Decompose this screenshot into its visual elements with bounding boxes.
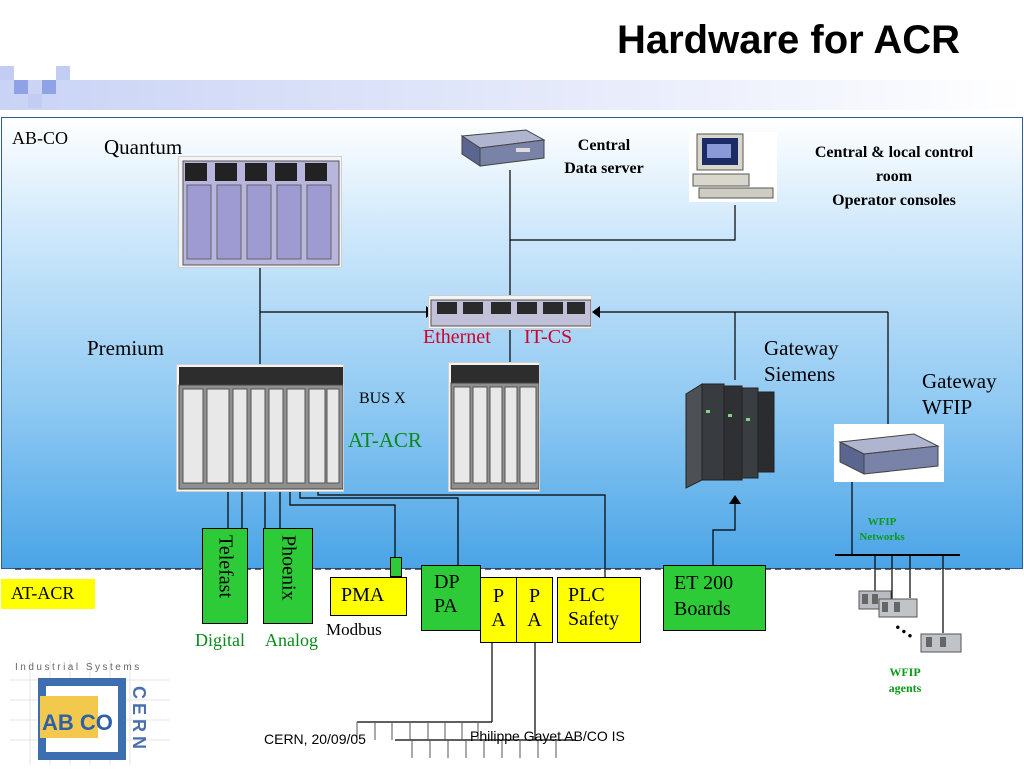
slide-title: Hardware for ACR [616, 18, 960, 62]
wfip-agents-label: WFIP agents [888, 665, 922, 695]
ethernet-label: Ethernet [423, 326, 491, 348]
modbus-connector [390, 557, 402, 577]
gateway-wfip-label: Gateway WFIP [922, 369, 997, 419]
decor-square [28, 94, 42, 108]
consoles-label: Central & local control room Operator co… [814, 144, 974, 209]
analog-label: Analog [265, 630, 318, 650]
header-gradient-bar [0, 80, 1024, 110]
decor-square [42, 80, 56, 94]
pa-box-2: P A [516, 577, 553, 643]
central-server-label: Central Data server [564, 137, 644, 177]
operator-console-image [689, 132, 777, 202]
telefast-box: Telefast [202, 528, 248, 624]
footer-right: Philippe Gayet AB/CO IS [470, 728, 625, 744]
gateway-siemens-label: Gateway Siemens [764, 336, 839, 386]
ab-co-cern-logo [10, 660, 170, 765]
quantum-label: Quantum [104, 135, 183, 159]
premium-plc-image [176, 364, 344, 492]
gateway-siemens-image [682, 380, 780, 490]
quantum-plc-image [178, 156, 342, 268]
pma-box: PMA [330, 577, 407, 616]
dp-pa-box: DP PA [421, 565, 481, 631]
decor-square [14, 80, 28, 94]
ab-co-label: AB-CO [12, 128, 69, 148]
cern-logo-text: CERN [129, 686, 149, 754]
gateway-wfip-image [834, 424, 944, 482]
ab-co-logo-text: AB CO [42, 710, 113, 735]
at-acr-tag: AT-ACR [1, 579, 95, 609]
ethernet-switch-image [428, 295, 592, 329]
wfip-agent-image [920, 633, 962, 653]
et200-box: ET 200 Boards [663, 565, 766, 631]
diagram-panel [1, 117, 1023, 569]
premium-label: Premium [87, 336, 164, 360]
at-acr-plc-image [448, 362, 540, 492]
decor-square [0, 66, 14, 80]
decor-square [56, 66, 70, 80]
plc-safety-box: PLC Safety [557, 577, 641, 643]
digital-label: Digital [195, 630, 245, 650]
central-server-image [456, 126, 546, 168]
industrial-systems-text: Industrial Systems [15, 662, 142, 673]
footer-left: CERN, 20/09/05 [264, 731, 366, 747]
phoenix-box: Phoenix [263, 528, 313, 624]
bus-x-label: BUS X [359, 390, 406, 407]
modbus-label: Modbus [326, 620, 382, 639]
wfip-agent-image [878, 598, 918, 618]
wfip-networks-label: WFIP Networks [859, 516, 905, 543]
pa-box-1: P A [480, 577, 517, 643]
at-acr-label: AT-ACR [348, 428, 422, 452]
it-cs-label: IT-CS [524, 326, 573, 348]
